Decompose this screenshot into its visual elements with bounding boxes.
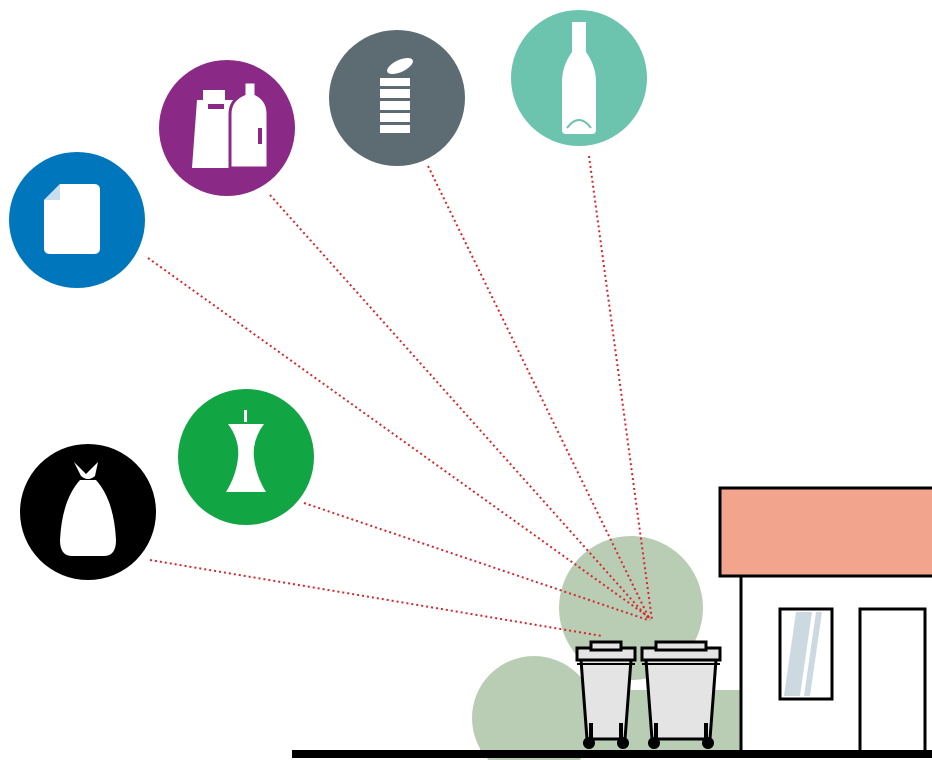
wheelie-bin-right <box>642 642 720 749</box>
residual-category-circle <box>20 444 156 580</box>
paper-sheet-icon <box>44 184 100 254</box>
paper-category-circle <box>9 152 145 288</box>
house-roof <box>720 488 932 576</box>
glass-category-circle <box>511 10 647 146</box>
residual-connector-line <box>150 560 602 636</box>
organic-category-circle <box>178 389 314 525</box>
metal-category-circle <box>329 30 465 166</box>
packaging-category-circle <box>159 60 295 196</box>
house-window <box>780 609 832 699</box>
house-door <box>860 609 925 755</box>
ground-line <box>292 750 932 758</box>
wheelie-bin-left <box>577 642 635 749</box>
house <box>720 488 932 755</box>
